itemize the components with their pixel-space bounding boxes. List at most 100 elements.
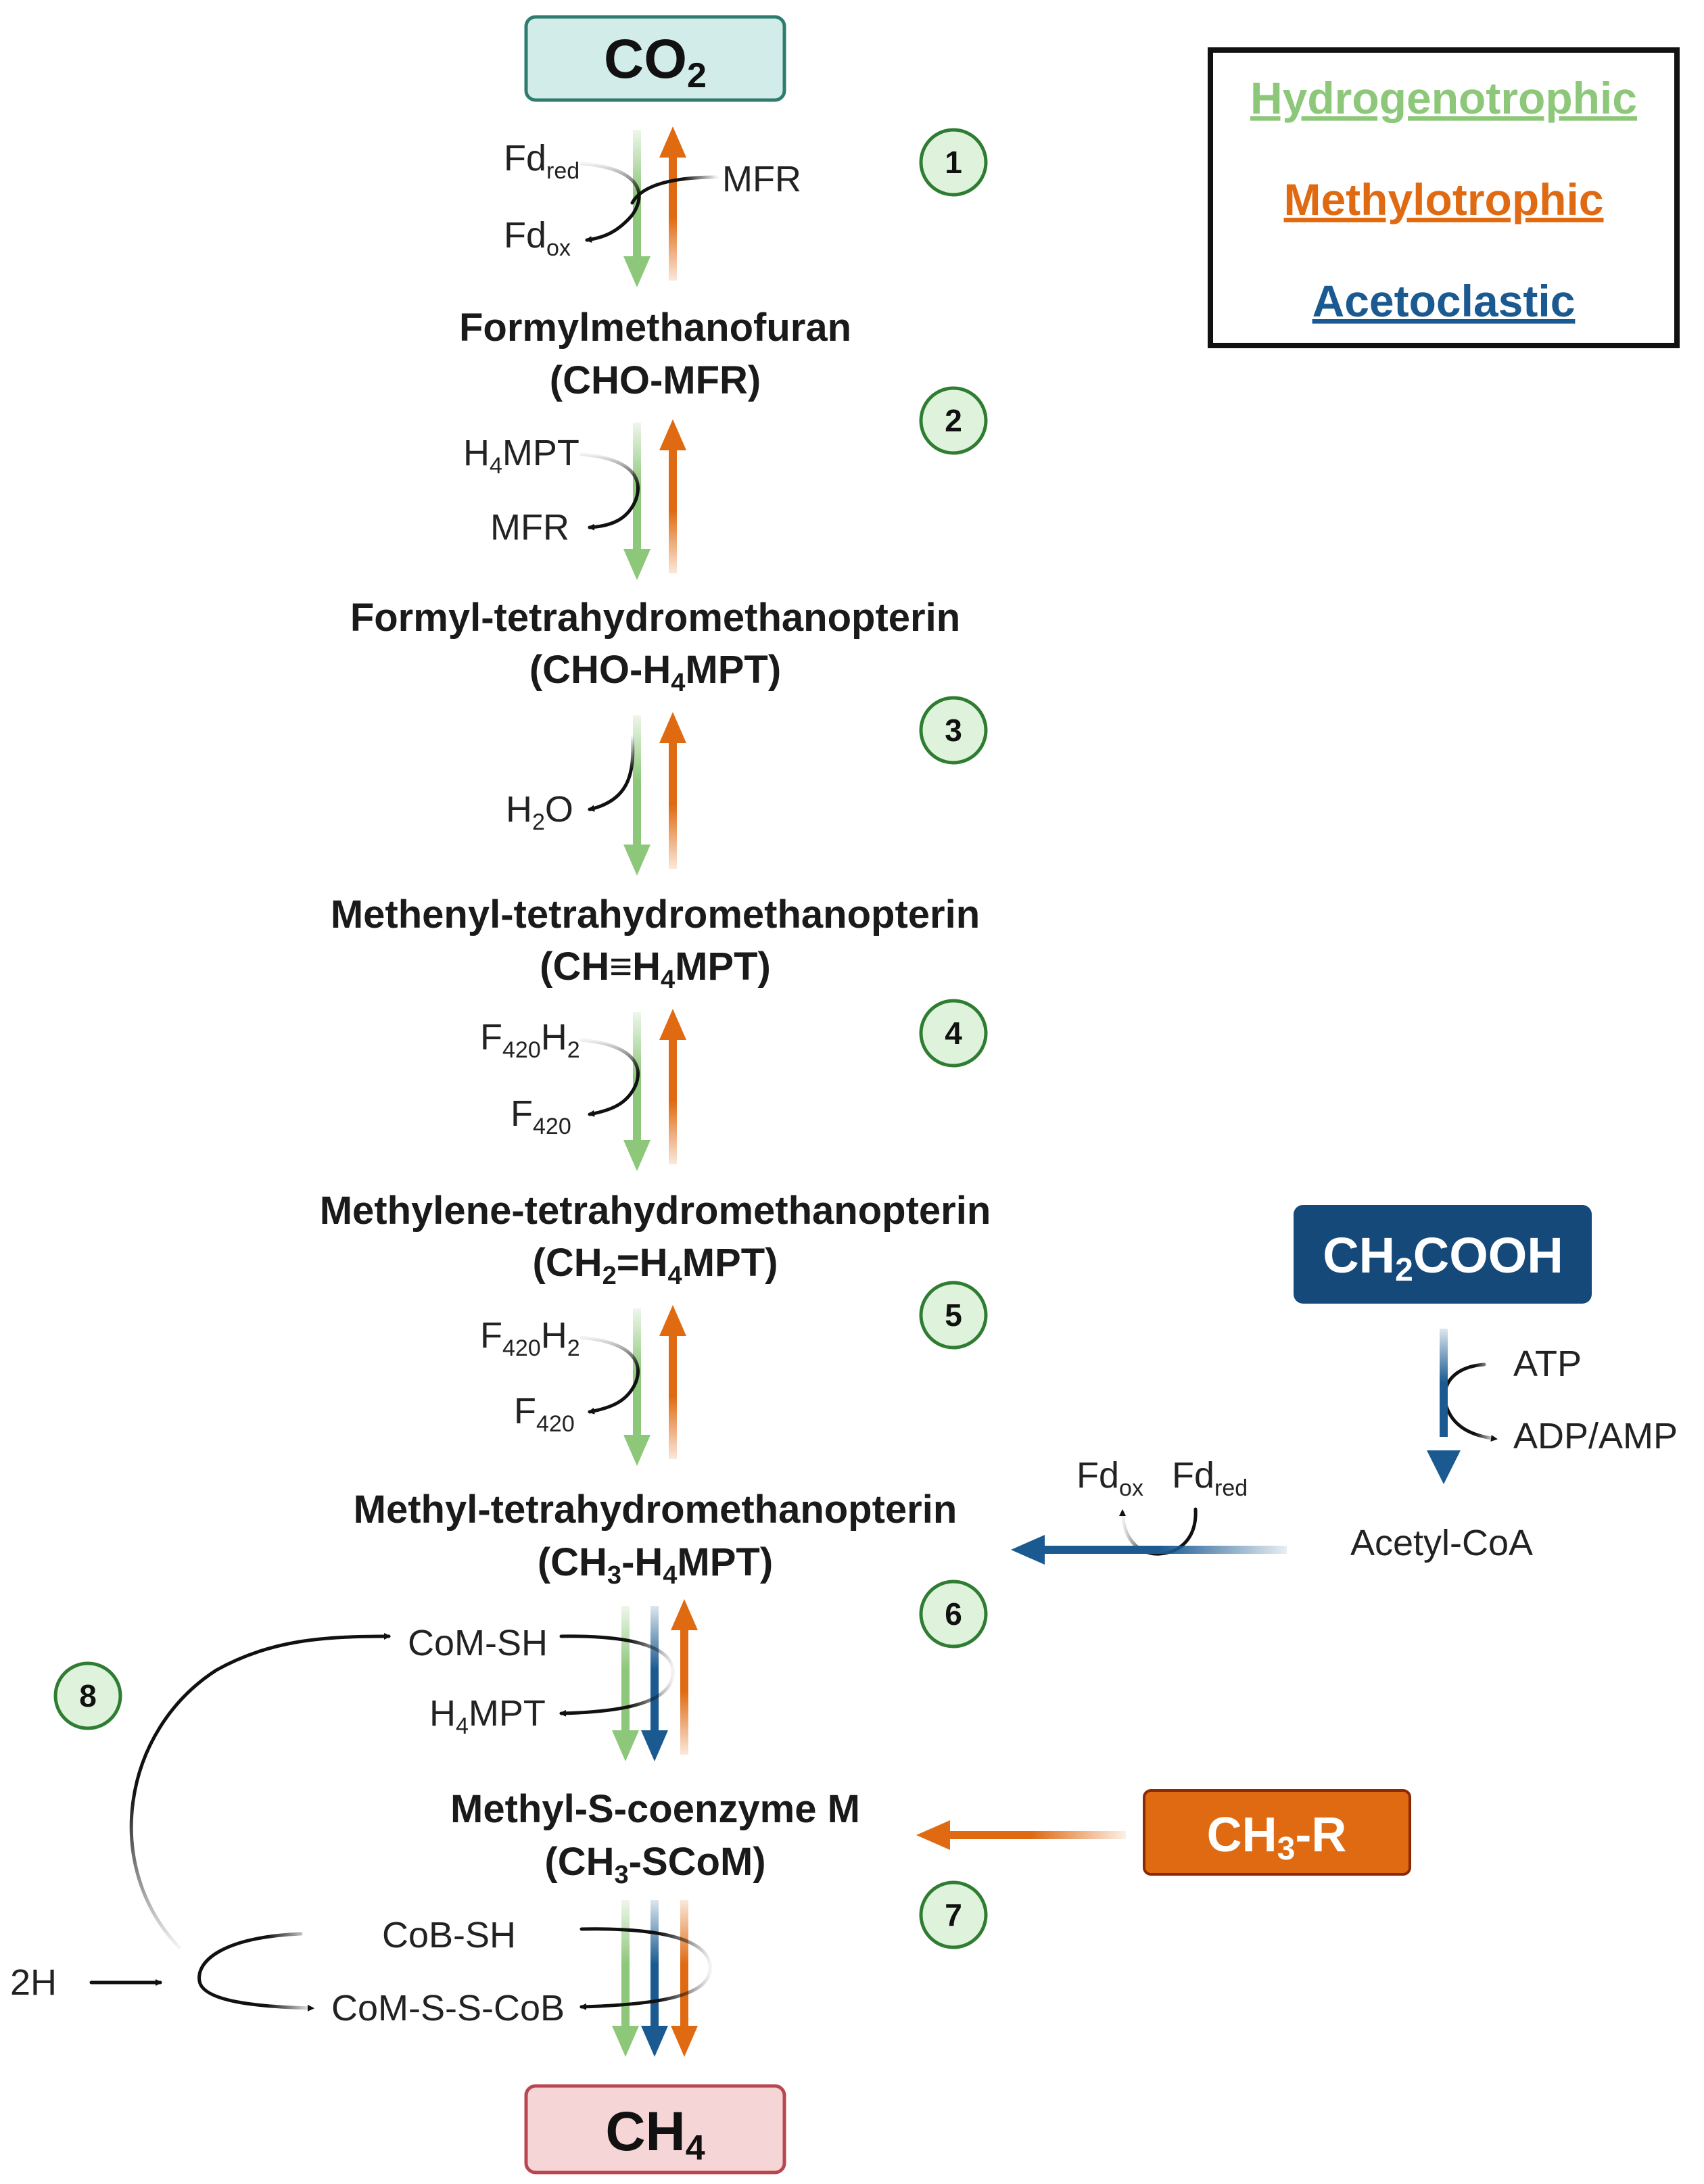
- legend-acetoclastic: Acetoclastic: [1312, 276, 1576, 326]
- acetyl-to-methyl-arrow-shaft: [1031, 1546, 1287, 1554]
- methylotrophic-arrow-step7: [671, 1900, 698, 2057]
- compound-abbr: (CH: [544, 1840, 614, 1884]
- two-h-label: 2H: [10, 1962, 57, 2003]
- svg-text:H4MPT: H4MPT: [463, 433, 579, 479]
- co2-box: CO2: [524, 15, 786, 102]
- svg-text:F420H2: F420H2: [480, 1017, 580, 1063]
- f420h2-label-mid: H: [541, 1017, 567, 1058]
- svg-text:(CH≡H4MPT): (CH≡H4MPT): [540, 945, 771, 994]
- ch2cooh-label: CH: [1323, 1227, 1395, 1283]
- legend: Hydrogenotrophic Methylotrophic Acetocla…: [1208, 47, 1680, 348]
- feed-arrows: [916, 1329, 1461, 1850]
- compound-abbr: (CH≡H: [540, 945, 661, 989]
- compound-abbr-mid: -H: [621, 1540, 663, 1584]
- step-3-marker: 3: [919, 696, 988, 765]
- svg-text:CO2: CO2: [604, 28, 707, 95]
- compound-methenyl-h4mpt: Methenyl-tetrahydromethanopterin (CH≡H4M…: [331, 893, 980, 994]
- compound-name: Methenyl-tetrahydromethanopterin: [331, 893, 980, 936]
- subscript: 2: [567, 1037, 580, 1063]
- svg-text:Fdred: Fdred: [1172, 1455, 1248, 1501]
- ch4-box: CH4: [524, 2084, 786, 2175]
- ch3r-box: CH3-R: [1143, 1789, 1411, 1876]
- f420-label: F: [511, 1093, 533, 1134]
- hydrogenotrophic-arrow-step4: [623, 1012, 650, 1171]
- svg-text:F420H2: F420H2: [480, 1315, 580, 1361]
- methylotrophic-arrow-step2: [659, 419, 686, 573]
- step-number: 5: [945, 1298, 962, 1333]
- subscript: 3: [607, 1561, 621, 1590]
- subscript: ox: [1119, 1475, 1143, 1501]
- ch2cooh-box: CH2COOH: [1294, 1205, 1592, 1304]
- compound-abbr: (CHO-MFR): [550, 358, 761, 402]
- pathway-arrows: [612, 126, 698, 2057]
- subscript: 2: [567, 1335, 580, 1361]
- step-6-marker: 6: [919, 1580, 988, 1648]
- compound-abbr: (CH: [533, 1241, 602, 1285]
- svg-text:CH2COOH: CH2COOH: [1323, 1227, 1563, 1288]
- subscript: 4: [661, 966, 675, 994]
- acetoclastic-atp-arrow: [1443, 1362, 1498, 1442]
- step-number: 8: [79, 1678, 97, 1713]
- ch3r-to-scom-arrow-shaft: [937, 1831, 1126, 1839]
- step-number: 2: [945, 403, 962, 438]
- subscript: 2: [602, 1262, 617, 1290]
- f420h2-label: F: [480, 1017, 502, 1058]
- step-number: 1: [945, 145, 962, 180]
- step8-regeneration-arrow: [129, 1633, 391, 1949]
- svg-text:Fdox: Fdox: [1076, 1455, 1143, 1501]
- compound-formylmethanofuran: Formylmethanofuran (CHO-MFR): [459, 306, 851, 402]
- svg-text:CH4: CH4: [605, 2101, 705, 2168]
- acetyl-to-methyl-arrowhead: [1011, 1535, 1045, 1565]
- compound-abbr-rest: MPT): [685, 648, 781, 692]
- methylotrophic-arrow-step4: [659, 1009, 686, 1164]
- svg-text:(CH3-SCoM): (CH3-SCoM): [544, 1840, 765, 1889]
- cob-loop-arrow: [197, 1932, 314, 2012]
- mfr-out-label: MFR: [490, 507, 569, 548]
- compound-name: Methyl-S-coenzyme M: [450, 1787, 860, 1831]
- f420h2-label-mid: H: [541, 1315, 567, 1356]
- step1-fd-arrow: [579, 162, 641, 243]
- compound-name: Formylmethanofuran: [459, 306, 851, 350]
- methylotrophic-arrow-step1: [659, 126, 686, 281]
- subscript: 3: [1277, 1831, 1296, 1867]
- svg-text:(CH2=H4MPT): (CH2=H4MPT): [533, 1241, 778, 1290]
- acetyl-coa-label: Acetyl-CoA: [1350, 1523, 1533, 1563]
- step2-arrow: [579, 452, 640, 531]
- compound-abbr-rest: -SCoM): [629, 1840, 766, 1884]
- subscript: 420: [502, 1335, 541, 1361]
- subscript: 4: [671, 669, 685, 697]
- ch3r-label: CH: [1207, 1808, 1277, 1862]
- methylotrophic-arrow-step3: [659, 712, 686, 869]
- ch4-label: CH: [605, 2101, 685, 2162]
- svg-text:CH3-R: CH3-R: [1207, 1808, 1347, 1867]
- hydrogenotrophic-arrow-step5: [623, 1308, 650, 1466]
- svg-text:Fdox: Fdox: [504, 215, 571, 261]
- h4mpt-label-rest: MPT: [502, 433, 579, 473]
- compound-abbr-rest: MPT): [682, 1241, 778, 1285]
- svg-text:F420: F420: [514, 1391, 575, 1437]
- subscript: 2: [532, 809, 545, 835]
- subscript: 4: [663, 1561, 677, 1590]
- f420h2-label: F: [480, 1315, 502, 1356]
- fd-red-label: Fd: [504, 138, 546, 179]
- co2-subscript: 2: [687, 56, 707, 95]
- ch2cooh-to-acetylcoa-shaft: [1440, 1329, 1448, 1437]
- fd-ox-label: Fd: [504, 215, 546, 256]
- co2-label: CO: [604, 28, 687, 90]
- ch3r-to-scom-arrowhead: [916, 1820, 950, 1850]
- cob-sh-label: CoB-SH: [382, 1915, 516, 1955]
- compound-name: Methylene-tetrahydromethanopterin: [320, 1189, 991, 1233]
- compound-abbr: (CHO-H: [529, 648, 671, 692]
- h2o-label-rest: O: [545, 789, 573, 830]
- h4mpt-label-rest: MPT: [469, 1693, 546, 1734]
- legend-hydrogenotrophic: Hydrogenotrophic: [1250, 73, 1637, 123]
- svg-text:(CHO-H4MPT): (CHO-H4MPT): [529, 648, 781, 697]
- cofactor-arrows: [89, 162, 1498, 2012]
- ch4-subscript: 4: [686, 2129, 705, 2168]
- compound-methylene-h4mpt: Methylene-tetrahydromethanopterin (CH2=H…: [320, 1189, 991, 1290]
- step5-arrow: [579, 1335, 640, 1415]
- cofactor-labels: Fdred Fdox MFR H4MPT MFR H2O F420H2 F420…: [10, 138, 1678, 2028]
- h4mpt-label: H: [429, 1693, 456, 1734]
- legend-methylotrophic: Methylotrophic: [1284, 174, 1604, 224]
- com-s-s-cob-label: CoM-S-S-CoB: [331, 1988, 565, 2028]
